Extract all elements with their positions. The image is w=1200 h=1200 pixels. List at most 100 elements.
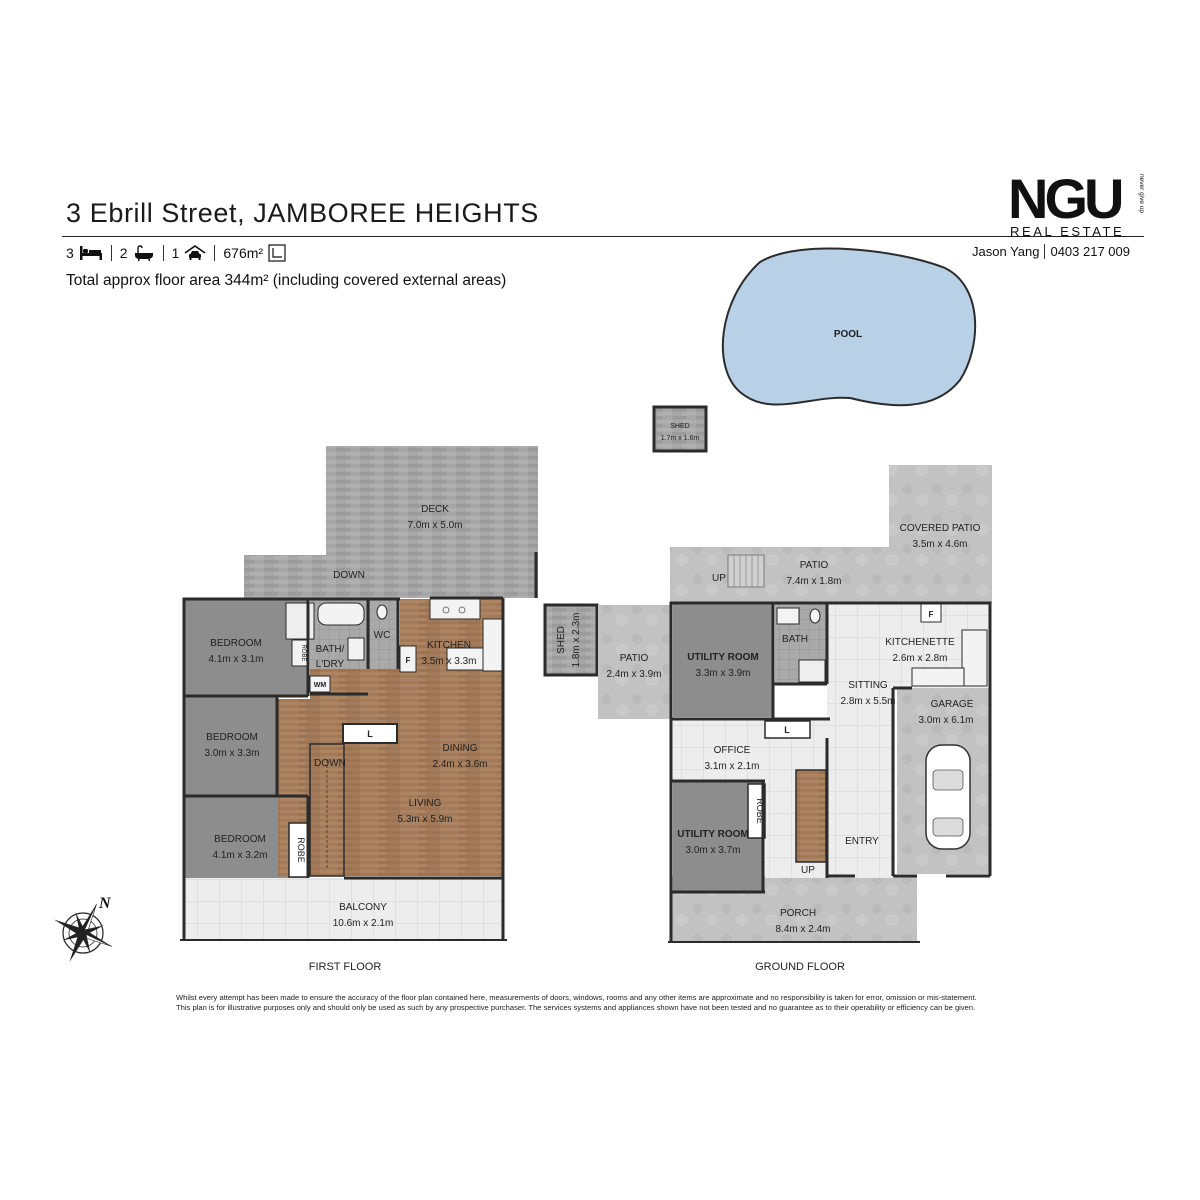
logo-wordmark: NGU [1008, 170, 1122, 230]
bath-label-2: L'DRY [316, 659, 345, 670]
fridge-space [399, 645, 417, 673]
car-icon [925, 744, 971, 850]
ground-stairs [795, 769, 827, 863]
linen-cupboard [342, 723, 398, 744]
ground-robe-label: ROBE [755, 798, 765, 824]
bath-icon [134, 245, 153, 261]
disclaimer: Whilst every attempt has been made to en… [176, 993, 1056, 1013]
utility-room-2-name: UTILITY ROOM [677, 829, 748, 840]
bed-icon [79, 246, 102, 260]
kitchen-dims: 3.5m x 3.3m [421, 656, 476, 667]
pool-label: POOL [834, 329, 862, 340]
patio-top-name: PATIO [800, 560, 829, 571]
bath-label-1: BATH/ [316, 644, 345, 655]
logo-tagline: never give up [1138, 174, 1145, 213]
shed-top [652, 405, 708, 453]
dining-name: DINING [443, 743, 478, 754]
pool [721, 247, 977, 407]
ground-stairs-up-label: UP [801, 865, 815, 876]
compass-north-label: N [98, 895, 112, 912]
ground-floor-label: GROUND FLOOR [755, 961, 845, 973]
deck [326, 446, 538, 598]
header-rule [62, 236, 1144, 237]
stat-divider [110, 245, 112, 261]
first-floor: DECK 7.0m x 5.0m DOWN F ROBE WM L [180, 446, 538, 973]
kitchen-bench-side [482, 618, 504, 672]
shower [285, 602, 315, 640]
bathtub [317, 602, 365, 626]
stat-divider [162, 245, 164, 261]
covered-patio [889, 465, 992, 603]
bedroom-1-name: BEDROOM [210, 638, 262, 649]
shed-top-dims: 1.7m x 1.6m [661, 435, 700, 442]
first-floor-label: FIRST FLOOR [309, 961, 382, 973]
kitchenette-fridge-label: F [929, 610, 934, 619]
agent-divider [1044, 244, 1046, 259]
kitchenette-dims: 2.6m x 2.8m [892, 653, 947, 664]
bedroom-count: 3 [66, 245, 74, 261]
bedroom-2-dims: 3.0m x 3.3m [204, 748, 259, 759]
bedroom-2 [184, 697, 276, 795]
logo-subtitle: REAL ESTATE [1010, 224, 1124, 239]
kitchen-bench-top [429, 598, 481, 620]
agent-phone[interactable]: 0403 217 009 [1050, 244, 1130, 259]
agent-name: Jason Yang [972, 244, 1040, 259]
kitchenette-bench [961, 629, 988, 687]
sitting-entry [827, 604, 895, 878]
patio-top [670, 547, 889, 603]
patio-top-dims: 7.4m x 1.8m [786, 576, 841, 587]
dining-dims: 2.4m x 3.6m [432, 759, 487, 770]
robe-label: ROBE [296, 837, 306, 863]
wm-label: WM [314, 682, 327, 689]
fridge-label: F [406, 656, 411, 665]
patio-up-label: UP [712, 573, 726, 584]
shed-left-name: SHED [556, 626, 567, 654]
ground-floor-wall [669, 601, 992, 942]
balcony-dims: 10.6m x 2.1m [333, 918, 394, 929]
stairs-down-label: DOWN [314, 758, 346, 769]
brand-logo: NGU REAL ESTATE never give up [1008, 170, 1145, 239]
disclaimer-line-1: Whilst every attempt has been made to en… [176, 993, 977, 1002]
kitchenette-counter [911, 667, 965, 687]
bedroom-3-dims: 4.1m x 3.2m [212, 850, 267, 861]
car-icon [184, 245, 206, 260]
agent-contact: Jason Yang 0403 217 009 [972, 244, 1130, 259]
office-dims: 3.1m x 2.1m [704, 761, 759, 772]
bathroom-count: 2 [119, 245, 128, 261]
ground-robe [747, 783, 766, 839]
washing-machine [309, 675, 331, 693]
vanity [347, 637, 365, 661]
ground-bath-label: BATH [782, 634, 808, 645]
balcony-name: BALCONY [339, 902, 387, 913]
covered-patio-name: COVERED PATIO [900, 523, 981, 534]
utility-room-1-dims: 3.3m x 3.9m [695, 668, 750, 679]
compass-icon: N [53, 895, 113, 963]
bedroom-1-dims: 4.1m x 3.1m [208, 654, 263, 665]
first-floor-wall [182, 597, 400, 878]
utility-room-1-name: UTILITY ROOM [687, 652, 758, 663]
land-area-icon [268, 244, 286, 262]
patio-left-dims: 2.4m x 3.9m [606, 669, 661, 680]
utility-room-2-dims: 3.0m x 3.7m [685, 845, 740, 856]
deck-down-label: DOWN [333, 570, 365, 581]
shed-left-dims: 1.8m x 2.3m [571, 612, 582, 667]
property-stats: 3 2 1 676m² [66, 244, 286, 262]
disclaimer-line-2: This plan is for illustrative purposes o… [176, 1003, 976, 1012]
patio-left [598, 605, 670, 719]
linen-label: L [367, 729, 373, 739]
office-name: OFFICE [714, 745, 751, 756]
deck-name: DECK [421, 504, 449, 515]
living-name: LIVING [409, 798, 442, 809]
deck-steps [244, 555, 326, 598]
deck-dims: 7.0m x 5.0m [407, 520, 462, 531]
wc-label: WC [374, 630, 391, 641]
ground-linen [764, 720, 811, 739]
car-count: 1 [171, 245, 180, 261]
porch-name: PORCH [780, 908, 816, 919]
bedroom-3-name: BEDROOM [214, 834, 266, 845]
garage-name: GARAGE [931, 699, 974, 710]
property-title: 3 Ebrill Street, JAMBOREE HEIGHTS [66, 198, 539, 228]
sitting-dims: 2.8m x 5.5m [840, 696, 895, 707]
balcony [184, 878, 503, 940]
